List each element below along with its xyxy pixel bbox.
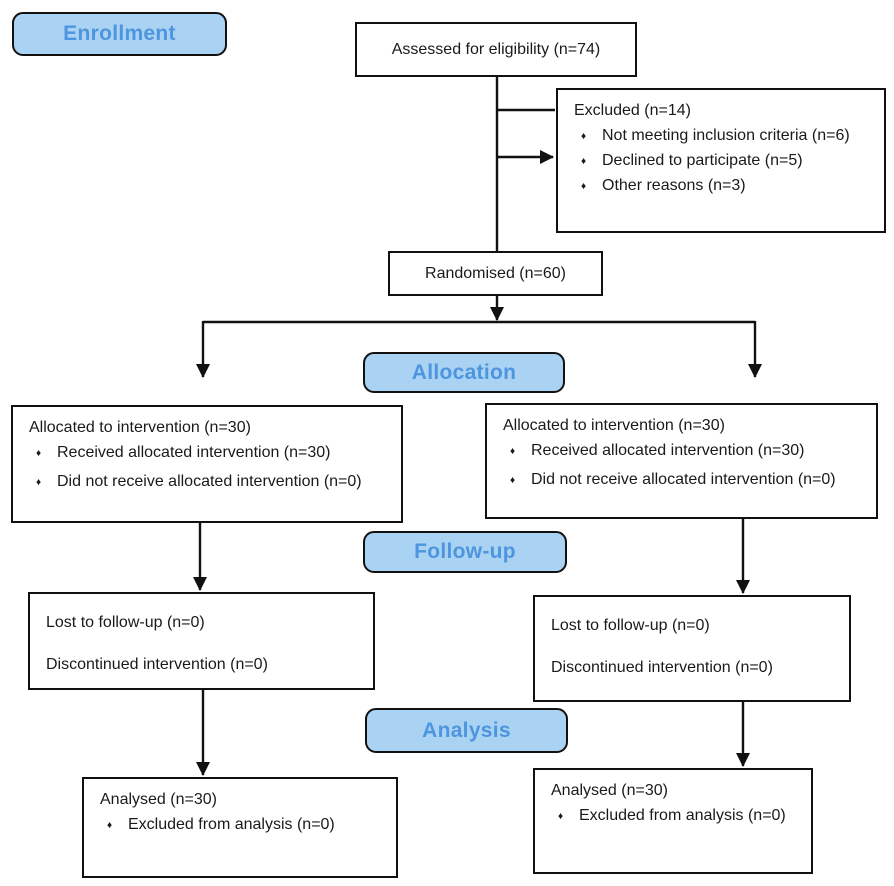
- allocation-right-bullet-1-text: Received allocated intervention (n=30): [531, 442, 805, 459]
- diamond-bullet-icon: ♦: [107, 820, 113, 831]
- analysis-left-bullet-1-text: Excluded from analysis (n=0): [128, 816, 335, 833]
- box-allocation-left-title: Allocated to intervention (n=30): [29, 419, 251, 436]
- allocation-left-bullet-2-text: Did not receive allocated intervention (…: [57, 473, 362, 490]
- stage-label-analysis-text: Analysis: [422, 718, 511, 742]
- box-analysis-left-title: Analysed (n=30): [100, 791, 217, 808]
- box-allocation-left: Allocated to intervention (n=30) ♦ Recei…: [11, 405, 403, 523]
- box-allocation-right: Allocated to intervention (n=30) ♦ Recei…: [485, 403, 878, 519]
- box-randomised-text: Randomised (n=60): [425, 264, 566, 282]
- stage-label-allocation-text: Allocation: [411, 360, 517, 384]
- box-allocation-right-title: Allocated to intervention (n=30): [503, 417, 725, 434]
- diamond-bullet-icon: ♦: [581, 131, 587, 142]
- stage-label-analysis: Analysis: [365, 708, 568, 753]
- stage-label-allocation: Allocation: [363, 352, 565, 393]
- box-analysis-left: Analysed (n=30) ♦ Excluded from analysis…: [82, 777, 398, 878]
- box-randomised: Randomised (n=60): [388, 251, 603, 296]
- analysis-right-bullet-1-text: Excluded from analysis (n=0): [579, 807, 786, 824]
- box-assessed-eligibility: Assessed for eligibility (n=74): [355, 22, 637, 77]
- stage-label-enrollment: Enrollment: [12, 12, 227, 56]
- diamond-bullet-icon: ♦: [510, 475, 516, 486]
- box-excluded-title: Excluded (n=14): [574, 102, 691, 119]
- box-followup-left: Lost to follow-up (n=0) Discontinued int…: [28, 592, 375, 690]
- followup-left-line-2: Discontinued intervention (n=0): [46, 656, 268, 673]
- box-analysis-right-title: Analysed (n=30): [551, 782, 668, 799]
- excluded-bullet-3-text: Other reasons (n=3): [602, 177, 746, 194]
- box-analysis-right: Analysed (n=30) ♦ Excluded from analysis…: [533, 768, 813, 874]
- diamond-bullet-icon: ♦: [510, 446, 516, 457]
- box-assessed-eligibility-text: Assessed for eligibility (n=74): [391, 40, 601, 58]
- allocation-left-bullet-1: ♦ Received allocated intervention (n=30): [29, 444, 387, 462]
- diamond-bullet-icon: ♦: [558, 811, 564, 822]
- allocation-right-bullet-2-text: Did not receive allocated intervention (…: [531, 471, 836, 488]
- allocation-left-bullet-1-text: Received allocated intervention (n=30): [57, 444, 331, 461]
- allocation-left-bullet-2: ♦ Did not receive allocated intervention…: [29, 473, 387, 491]
- box-followup-right: Lost to follow-up (n=0) Discontinued int…: [533, 595, 851, 702]
- excluded-bullet-1-text: Not meeting inclusion criteria (n=6): [602, 127, 850, 144]
- allocation-right-bullet-1: ♦ Received allocated intervention (n=30): [503, 442, 862, 460]
- excluded-bullet-1: ♦ Not meeting inclusion criteria (n=6): [574, 127, 870, 145]
- stage-label-followup: Follow-up: [363, 531, 567, 573]
- diamond-bullet-icon: ♦: [36, 448, 42, 459]
- excluded-bullet-2-text: Declined to participate (n=5): [602, 152, 803, 169]
- allocation-right-bullet-2: ♦ Did not receive allocated intervention…: [503, 471, 862, 489]
- stage-label-enrollment-text: Enrollment: [63, 22, 176, 45]
- diamond-bullet-icon: ♦: [36, 477, 42, 488]
- diamond-bullet-icon: ♦: [581, 156, 587, 167]
- diamond-bullet-icon: ♦: [581, 181, 587, 192]
- followup-left-line-1: Lost to follow-up (n=0): [46, 614, 205, 631]
- followup-right-line-1: Lost to follow-up (n=0): [551, 617, 710, 634]
- analysis-right-bullet-1: ♦ Excluded from analysis (n=0): [551, 807, 797, 825]
- stage-label-followup-text: Follow-up: [414, 540, 516, 563]
- analysis-left-bullet-1: ♦ Excluded from analysis (n=0): [100, 816, 382, 834]
- box-excluded: Excluded (n=14) ♦ Not meeting inclusion …: [556, 88, 886, 233]
- excluded-bullet-3: ♦ Other reasons (n=3): [574, 177, 870, 195]
- followup-right-line-2: Discontinued intervention (n=0): [551, 659, 773, 676]
- excluded-bullet-2: ♦ Declined to participate (n=5): [574, 152, 870, 170]
